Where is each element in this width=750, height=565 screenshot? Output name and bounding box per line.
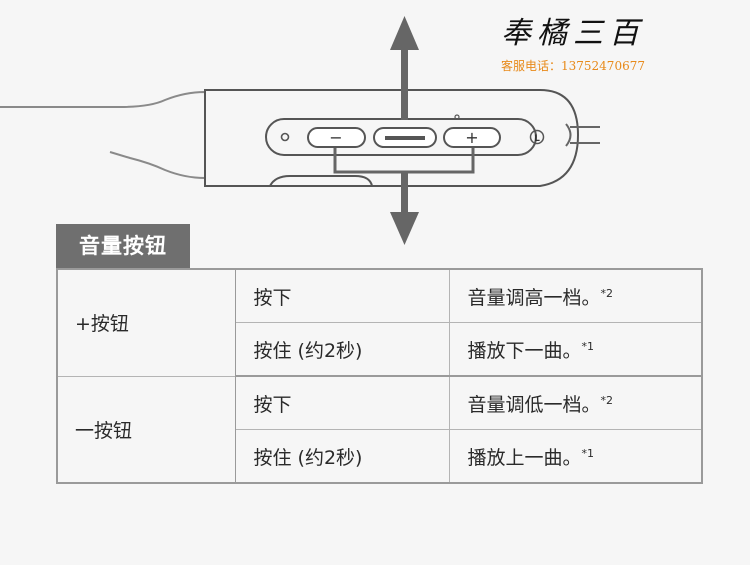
table-row: 按住 (约2秒) 播放下一曲。*1 <box>57 322 703 377</box>
mic-hole <box>280 132 290 142</box>
minus-symbol: − <box>329 128 342 147</box>
led-indicator <box>454 114 460 120</box>
action-cell: 按住 (约2秒) <box>234 322 450 377</box>
table-row: +按钮 按下 音量调高一档。*2 <box>56 268 703 377</box>
table-row: 一按钮 按下 音量调低一档。*2 <box>56 375 703 484</box>
plus-symbol: + <box>465 128 478 147</box>
result-cell: 音量调低一档。*2 <box>448 375 703 430</box>
result-cell: 播放上一曲。*1 <box>448 429 703 484</box>
section-title: 音量按钮 <box>56 224 190 268</box>
button-name-cell: +按钮 <box>56 268 236 377</box>
bottom-ridge <box>269 175 373 187</box>
footnote-ref: *2 <box>600 286 614 300</box>
volume-plus-button[interactable] <box>443 127 501 148</box>
action-cell: 按下 <box>234 375 450 430</box>
footnote-ref: *2 <box>600 393 614 407</box>
button-name-cell: 一按钮 <box>56 375 236 484</box>
left-marker-label: L <box>534 134 540 144</box>
footnote-ref: *1 <box>581 446 595 460</box>
volume-minus-button[interactable] <box>307 127 366 148</box>
action-cell: 按住 (约2秒) <box>234 429 450 484</box>
arrow-up-icon <box>390 16 419 120</box>
arrow-down-icon <box>390 172 419 245</box>
action-cell: 按下 <box>234 268 450 323</box>
shop-logo: 奉橘三百 <box>501 16 645 51</box>
footnote-ref: *1 <box>581 339 595 353</box>
headphone-illustration: − + L <box>0 16 600 245</box>
shop-watermark: 奉橘三百 客服电话：13752470677 <box>488 14 658 74</box>
volume-button-table: +按钮 按下 音量调高一档。*2 按住 (约2秒) 播放下一曲。*1 一按钮 按… <box>56 268 703 484</box>
result-cell: 播放下一曲。*1 <box>448 322 703 377</box>
cable-right <box>570 126 600 144</box>
left-marker-icon <box>529 129 545 145</box>
customer-service-phone: 客服电话：13752470677 <box>501 59 645 73</box>
result-cell: 音量调高一档。*2 <box>448 268 703 323</box>
cable-left <box>0 90 206 180</box>
table-row: 按住 (约2秒) 播放上一曲。*1 <box>57 429 703 484</box>
